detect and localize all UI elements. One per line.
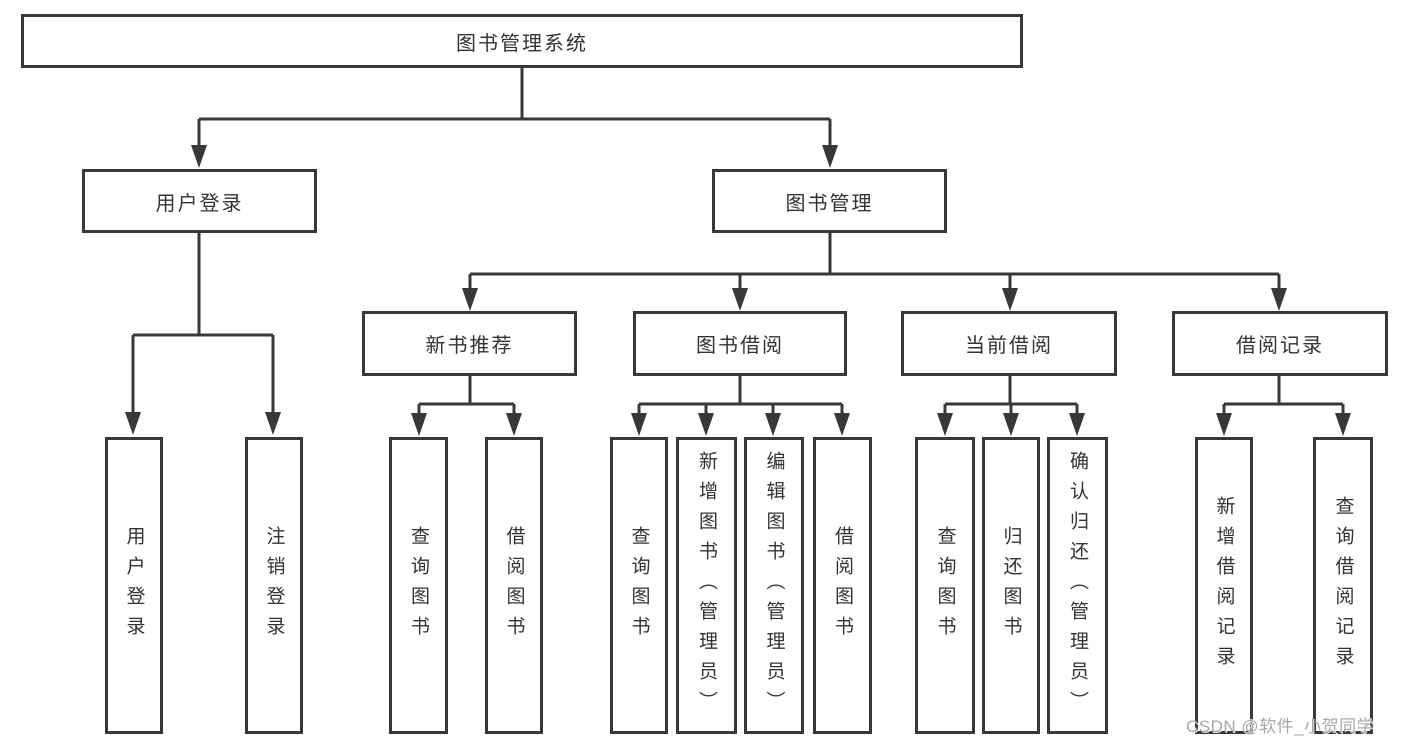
leaf-confirm-return-admin: 确认归还（管理员）	[1047, 437, 1108, 734]
leaf-user-login: 用户登录	[105, 437, 163, 734]
node-borrowing-records: 借阅记录	[1172, 311, 1388, 376]
leaf-return-books: 归还图书	[982, 437, 1040, 734]
leaf-label: 查询图书	[934, 525, 956, 646]
node-new-book-recommend: 新书推荐	[362, 311, 577, 376]
connector-borrowing-records-branch	[1216, 376, 1351, 436]
connector-current-borrowing-branch	[937, 376, 1085, 436]
leaf-label: 借阅图书	[503, 525, 525, 646]
leaf-label: 借阅图书	[832, 525, 853, 646]
connector-book-borrowing-branch	[631, 376, 850, 436]
leaf-label: 查询图书	[628, 525, 650, 646]
leaf-label: 查询借阅记录	[1332, 495, 1354, 676]
leaf-query-books-recommend: 查询图书	[389, 437, 448, 734]
csdn-watermark: CSDN @软件_小贺同学	[1186, 717, 1375, 736]
node-book-borrowing: 图书借阅	[633, 311, 847, 376]
leaf-borrow-books-borrowing: 借阅图书	[813, 437, 872, 734]
leaf-query-books-current: 查询图书	[915, 437, 975, 734]
leaf-label: 查询图书	[408, 525, 429, 646]
node-user-login: 用户登录	[82, 169, 317, 233]
connector-root-to-level2	[191, 68, 838, 168]
connector-new-book-recommend-branch	[411, 376, 522, 436]
leaf-query-borrow-record: 查询借阅记录	[1313, 437, 1373, 734]
leaf-label: 用户登录	[123, 525, 145, 646]
node-label: 当前借阅	[965, 335, 1053, 357]
leaf-add-books-admin: 新增图书（管理员）	[676, 437, 737, 734]
leaf-label: 新增图书（管理员）	[696, 450, 717, 721]
node-current-borrowing: 当前借阅	[901, 311, 1117, 376]
leaf-logout: 注销登录	[245, 437, 303, 734]
node-label: 新书推荐	[425, 335, 514, 357]
leaf-edit-books-admin: 编辑图书（管理员）	[744, 437, 804, 734]
node-label: 图书管理	[785, 192, 874, 215]
leaf-label: 编辑图书（管理员）	[763, 450, 785, 721]
leaf-query-books-borrowing: 查询图书	[610, 437, 668, 734]
leaf-label: 注销登录	[263, 525, 285, 646]
node-label: 用户登录	[155, 192, 244, 215]
leaf-borrow-books-recommend: 借阅图书	[485, 437, 543, 734]
node-label: 借阅记录	[1236, 335, 1324, 357]
leaf-label: 确认归还（管理员）	[1067, 450, 1088, 721]
leaf-label: 归还图书	[1000, 525, 1022, 646]
leaf-add-borrow-record: 新增借阅记录	[1195, 437, 1253, 734]
node-label: 图书借阅	[696, 335, 784, 357]
connector-user-login-branch	[125, 233, 281, 435]
leaf-label: 新增借阅记录	[1213, 495, 1235, 676]
node-book-management: 图书管理	[712, 169, 947, 233]
node-label: 图书管理系统	[456, 32, 588, 55]
connector-book-management-branch	[462, 233, 1287, 311]
node-book-management-system: 图书管理系统	[21, 14, 1023, 68]
